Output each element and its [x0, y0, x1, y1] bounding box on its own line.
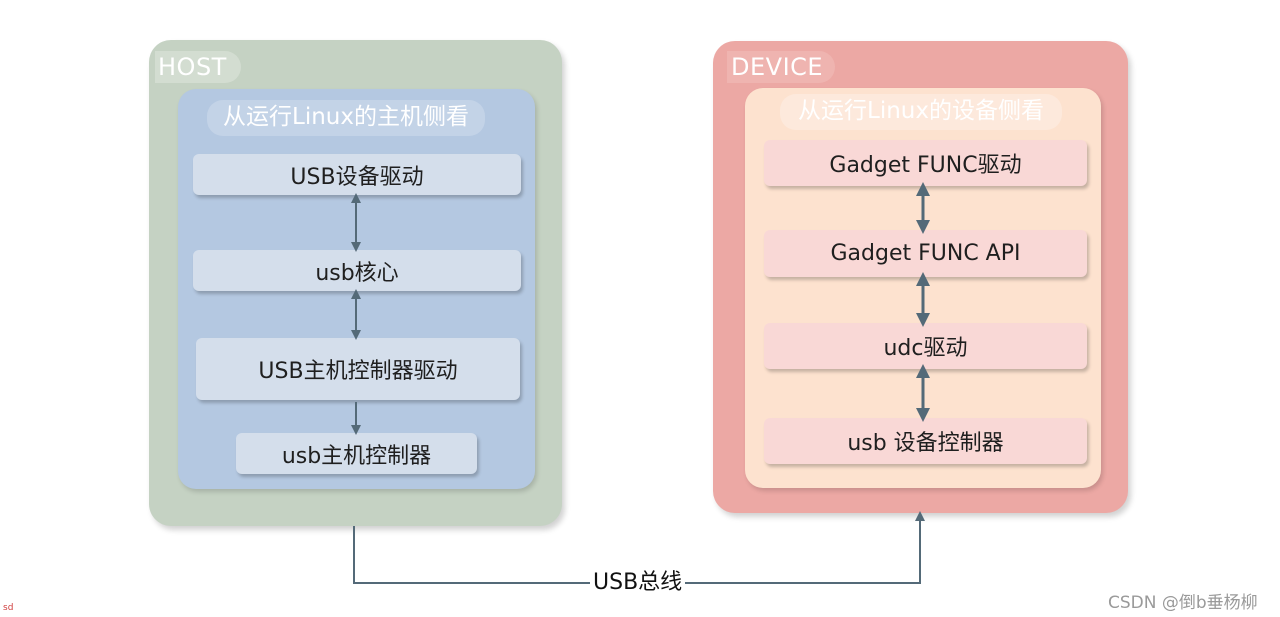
corner-mark: sd	[3, 603, 14, 613]
device-linux-view-title: 从运行Linux的设备侧看	[780, 94, 1062, 130]
device-gadget-func-driver-box: Gadget FUNC驱动	[764, 140, 1087, 186]
host-controller-driver-box: USB主机控制器驱动	[196, 338, 520, 400]
device-udc-driver-box: udc驱动	[764, 323, 1087, 369]
device-controller-box: usb 设备控制器	[764, 418, 1087, 464]
device-title: DEVICE	[727, 51, 835, 83]
host-linux-view-title: 从运行Linux的主机侧看	[207, 100, 485, 136]
host-usb-device-driver-box: USB设备驱动	[193, 154, 521, 195]
host-usb-core-box: usb核心	[193, 250, 521, 291]
host-controller-box: usb主机控制器	[236, 433, 477, 474]
watermark: CSDN @倒b垂杨柳	[1108, 593, 1258, 613]
host-title: HOST	[155, 51, 241, 83]
device-gadget-func-api-box: Gadget FUNC API	[764, 230, 1087, 277]
usb-bus-label: USB总线	[590, 567, 686, 599]
